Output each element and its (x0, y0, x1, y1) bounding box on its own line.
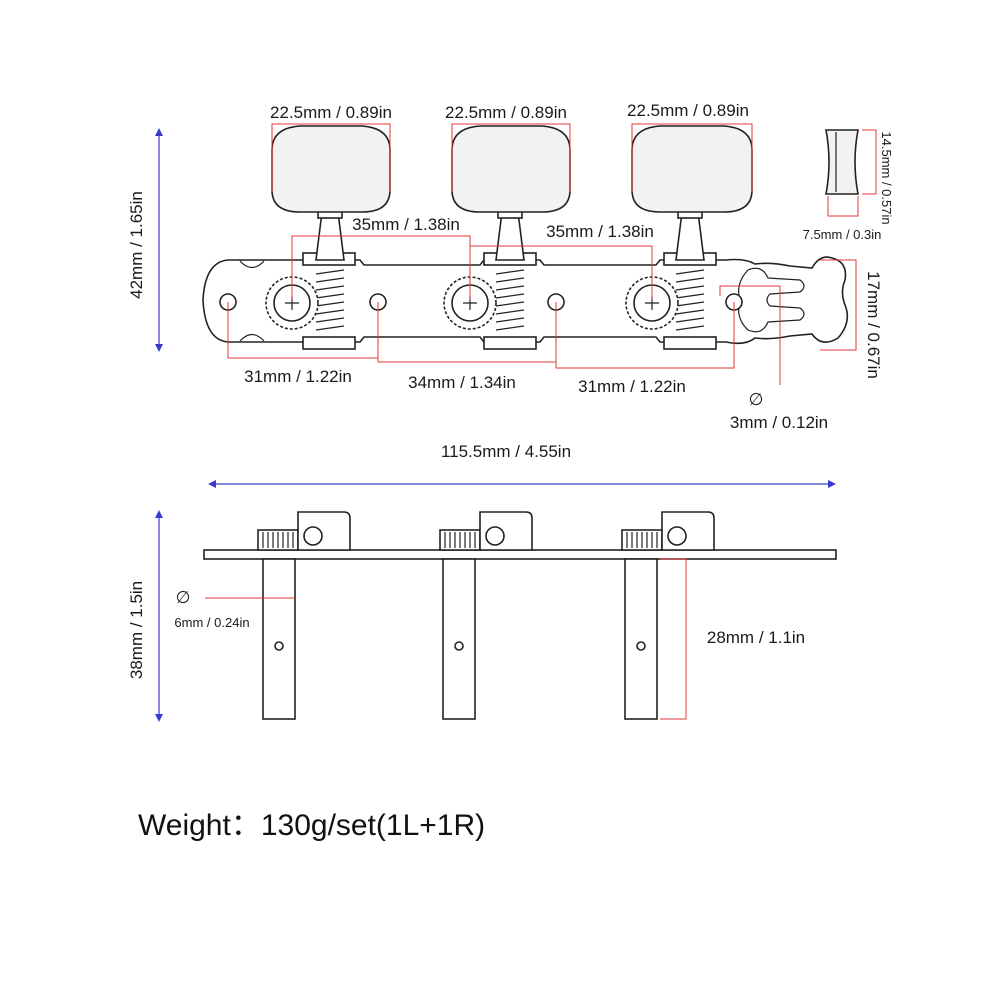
side-gear-teeth (626, 532, 658, 548)
tuner-unit-3 (625, 125, 753, 350)
shaft-bushing (483, 336, 537, 350)
knob-width-guide (451, 123, 571, 192)
side-bracket-hole (485, 526, 505, 546)
tuner-knob (451, 125, 571, 213)
knob-side-height-guide (862, 129, 877, 195)
string-hole (274, 641, 284, 651)
plate-notch-bottom (239, 333, 265, 342)
tuner-plate (202, 256, 849, 345)
string-roller (262, 558, 296, 720)
weight-label: Weight：130g/set(1L+1R) (138, 809, 485, 842)
knob-width-guide (631, 123, 753, 192)
knob-side-width-label: 7.5mm / 0.3in (803, 227, 882, 242)
side-tuner-unit-1 (257, 511, 351, 720)
end-height-guide (820, 259, 857, 351)
tuner-knob (631, 125, 753, 213)
string-hole (636, 641, 646, 651)
knob-side-width-guide (827, 196, 859, 217)
side-plate (203, 549, 837, 560)
side-bracket-hole (303, 526, 323, 546)
hole-spacing-guide (555, 302, 735, 369)
roller-length-label: 28mm / 1.1in (707, 628, 805, 647)
string-hole (454, 641, 464, 651)
shaft-bushing (302, 336, 356, 350)
tuner-unit-2 (443, 125, 571, 350)
shaft-spacing-label: 35mm / 1.38in (546, 222, 654, 241)
tuner-stem (675, 211, 705, 261)
tuner-knob (271, 125, 391, 213)
shaft-spacing-label: 35mm / 1.38in (352, 215, 460, 234)
knob-width-label: 22.5mm / 0.89in (445, 103, 567, 122)
hole-spacing-label: 31mm / 1.22in (244, 367, 352, 386)
worm-gear-thread (495, 269, 525, 331)
worm-gear-thread (675, 269, 705, 331)
side-height-label: 38mm / 1.5in (127, 581, 146, 679)
end-height-label: 17mm / 0.67in (864, 271, 883, 379)
knob-width-label: 22.5mm / 0.89in (627, 101, 749, 120)
knob-width-label: 22.5mm / 0.89in (270, 103, 392, 122)
hole-diameter-label: 3mm / 0.12in (730, 413, 828, 432)
knob-side-height-label: 14.5mm / 0.57in (879, 131, 894, 224)
side-bracket-hole (667, 526, 687, 546)
knob-side-profile (825, 129, 859, 195)
plate-notch-top (239, 260, 265, 269)
string-roller (442, 558, 476, 720)
side-tuner-unit-2 (439, 511, 533, 720)
knob-width-guide (271, 123, 391, 192)
roller-length-guide (660, 558, 687, 720)
roller-diameter-icon: ∅ (176, 588, 191, 607)
side-gear-teeth (262, 532, 294, 548)
hole-diameter-icon: ∅ (749, 390, 764, 409)
hole-diameter-leader (719, 285, 781, 385)
shaft-bushing (663, 336, 717, 350)
top-view: 22.5mm / 0.89in 22.5mm / 0.89in 22.5mm /… (127, 101, 894, 432)
top-height-label: 42mm / 1.65in (127, 191, 146, 299)
hole-spacing-label: 34mm / 1.34in (408, 373, 516, 392)
side-gear-teeth (444, 532, 476, 548)
hole-spacing-label: 31mm / 1.22in (578, 377, 686, 396)
tuner-stem (495, 211, 525, 261)
string-roller (624, 558, 658, 720)
side-view: 115.5mm / 4.55in (127, 442, 837, 722)
total-length-label: 115.5mm / 4.55in (441, 442, 571, 461)
roller-diameter-label: 6mm / 0.24in (174, 615, 249, 630)
worm-gear-thread (315, 269, 345, 331)
shaft-spacing-guide (469, 245, 653, 300)
side-tuner-unit-3 (621, 511, 715, 720)
